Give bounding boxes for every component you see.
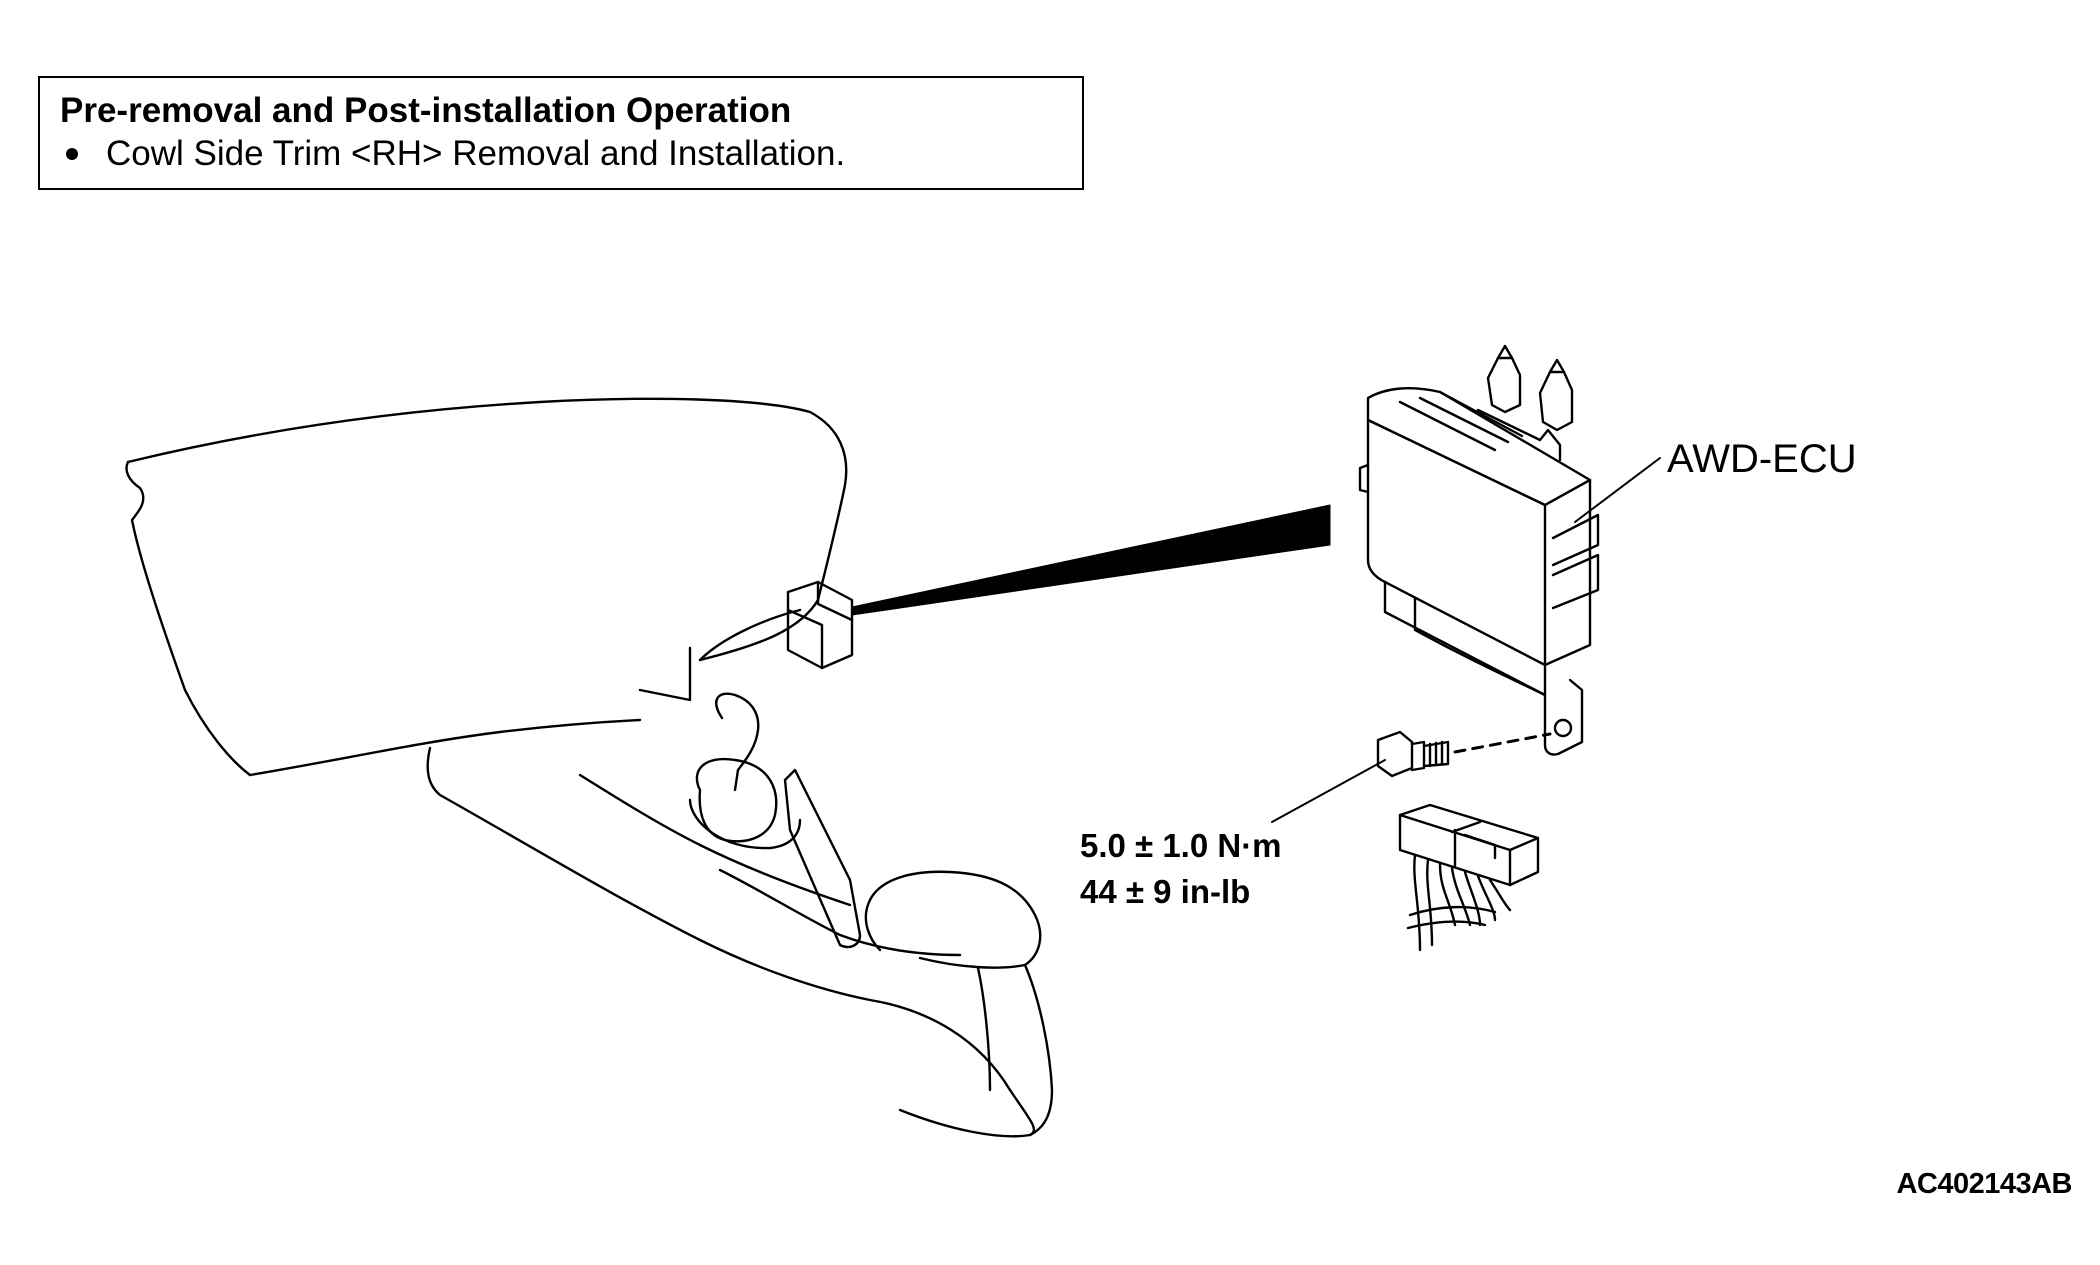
harness-wires (1413, 853, 1512, 952)
bolt-threads (1428, 740, 1444, 768)
shift-lever-drawing (688, 692, 862, 949)
ecu-connector-right-tip (1548, 358, 1566, 374)
ecu-side-slot-1 (1551, 513, 1600, 567)
location-leader-wedge (851, 504, 1331, 616)
dash-glovebox-line (638, 646, 692, 702)
torque-leader (1271, 759, 1386, 823)
location-marker-edge (816, 580, 854, 622)
bolt-head (1376, 730, 1414, 778)
dash-bottom-sweep (426, 746, 1036, 1138)
dash-left-edge (125, 460, 252, 777)
shift-boot-base (688, 798, 802, 850)
console-box-side (864, 898, 882, 952)
ecu-label-leader (1574, 457, 1661, 523)
connector-housing-front (1398, 813, 1512, 887)
torque-imperial: 44 ± 9 in-lb (1080, 873, 1251, 910)
console-box-drawing (864, 870, 1054, 1137)
info-box-title: Pre-removal and Post-installation Operat… (60, 91, 792, 130)
location-marker-bottom (786, 608, 824, 670)
pre-removal-info-box: Pre-removal and Post-installation Operat… (38, 76, 1084, 190)
torque-spec: 5.0 ± 1.0 N·m 44 ± 9 in-lb (1080, 823, 1282, 915)
ecu-lower-plate (1383, 580, 1547, 697)
console-box-inner (976, 966, 992, 1092)
ecu-connector-base (1476, 408, 1562, 462)
ecu-left-notch (1358, 463, 1370, 494)
connector-latch (1463, 833, 1497, 860)
awd-ecu-drawing (1358, 344, 1600, 756)
ecu-side-slot-2 (1551, 553, 1600, 610)
connector-housing-top (1398, 803, 1540, 852)
dash-top-outline (126, 397, 848, 662)
ecu-connector-left-tip (1496, 344, 1514, 360)
instrument-panel-drawing (125, 397, 1036, 1138)
harness-wrap (1406, 905, 1497, 930)
ecu-connector-left (1486, 356, 1522, 414)
dash-lower-face (248, 718, 642, 777)
mounting-bolt-drawing (1376, 730, 1552, 778)
ecu-top-ribs (1398, 390, 1524, 452)
parking-brake-lever (783, 768, 862, 949)
ecu-body-right (1543, 478, 1592, 667)
console-lower-line (718, 868, 962, 957)
ecu-mounting-bracket (1543, 678, 1584, 756)
awd-ecu-label: AWD-ECU (1667, 437, 1857, 481)
console-box-front (1023, 963, 1054, 1137)
figure-code: AC402143AB (1896, 1168, 2072, 1200)
bullet-icon (66, 148, 78, 160)
console-box-top (868, 870, 1042, 969)
ecu-lower-step (1413, 596, 1547, 697)
bolt-flange (1410, 740, 1426, 772)
ecu-body-top (1366, 387, 1592, 507)
info-box-item: Cowl Side Trim <RH> Removal and Installa… (60, 132, 1062, 176)
console-side (578, 773, 852, 907)
ecu-location-marker (786, 580, 854, 670)
shift-knob (715, 692, 760, 792)
info-box-item-text: Cowl Side Trim <RH> Removal and Installa… (106, 134, 846, 173)
harness-connector-drawing (1398, 803, 1540, 952)
ecu-body-front (1366, 418, 1547, 667)
dash-inner-line (698, 608, 802, 662)
ecu-connector-right (1538, 370, 1574, 432)
torque-metric: 5.0 ± 1.0 N·m (1080, 827, 1282, 864)
connector-housing-side (1508, 836, 1540, 887)
ecu-bracket-hole (1553, 718, 1573, 738)
bolt-to-bracket-line (1453, 732, 1552, 754)
connector-divider (1450, 820, 1482, 868)
